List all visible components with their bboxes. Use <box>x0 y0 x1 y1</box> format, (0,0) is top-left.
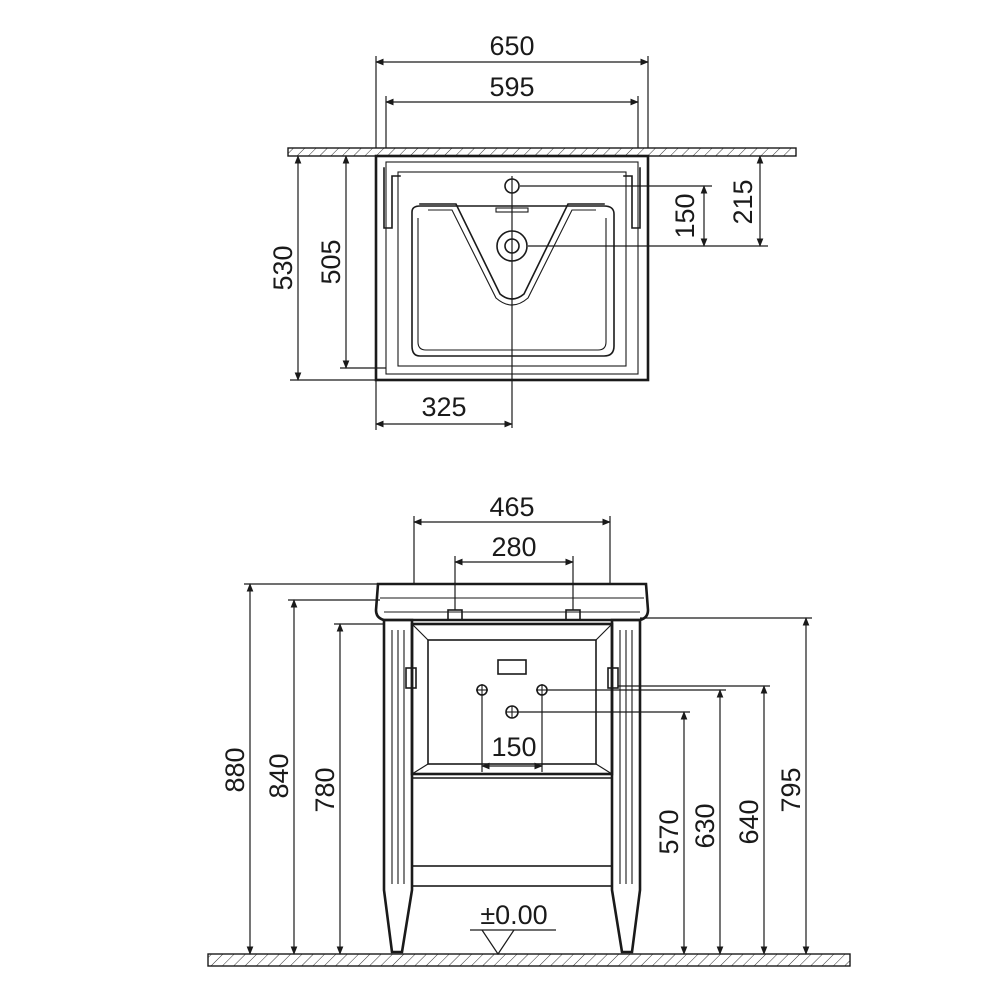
dim-center-offset: 325 <box>421 392 466 422</box>
front-view-frame-bevel-tr <box>595 623 613 641</box>
dim-bracket-spacing: 280 <box>491 532 536 562</box>
front-view-frame-bevel-br <box>595 763 613 775</box>
dim-basin-width: 465 <box>489 492 534 522</box>
dim-frame-height: 780 <box>310 767 340 812</box>
dim-waste-from-wall: 215 <box>728 179 758 224</box>
front-view-bottom-rail <box>411 865 613 887</box>
front-view-floor <box>207 953 851 967</box>
front-view-overflow-box <box>497 659 527 675</box>
front-view-frame-bevel-bl <box>411 763 429 775</box>
top-view-bowl-inner <box>411 205 615 357</box>
dim-inner-depth: 505 <box>316 239 346 284</box>
dim-tap-to-waste: 150 <box>670 193 700 238</box>
front-view-left-leg <box>382 618 414 954</box>
top-view-right-bracket <box>623 167 641 229</box>
dim-supply-height-right: 640 <box>734 799 764 844</box>
floor-level-triangle <box>481 929 515 956</box>
dim-overall-width: 650 <box>489 31 534 61</box>
dim-overall-depth: 530 <box>268 245 298 290</box>
front-view-frame-outer <box>410 622 614 776</box>
dim-waste-height: 570 <box>654 809 684 854</box>
dim-inner-width: 595 <box>489 72 534 102</box>
front-view-basin <box>374 582 650 622</box>
front-view: 465 280 150 880 840 780 570 630 <box>207 492 851 967</box>
dim-basin-top-height: 795 <box>776 767 806 812</box>
floor-level-label: ±0.00 <box>480 900 547 930</box>
dim-overall-height: 880 <box>220 747 250 792</box>
dim-rim-height: 840 <box>264 753 294 798</box>
top-view-left-bracket <box>383 167 401 229</box>
dim-waste-spacing: 150 <box>491 732 536 762</box>
top-view: 650 595 530 505 325 150 215 <box>268 31 797 430</box>
front-view-frame-bevel-tl <box>411 623 429 641</box>
dim-supply-height-left: 630 <box>690 803 720 848</box>
front-view-right-leg <box>610 618 642 954</box>
